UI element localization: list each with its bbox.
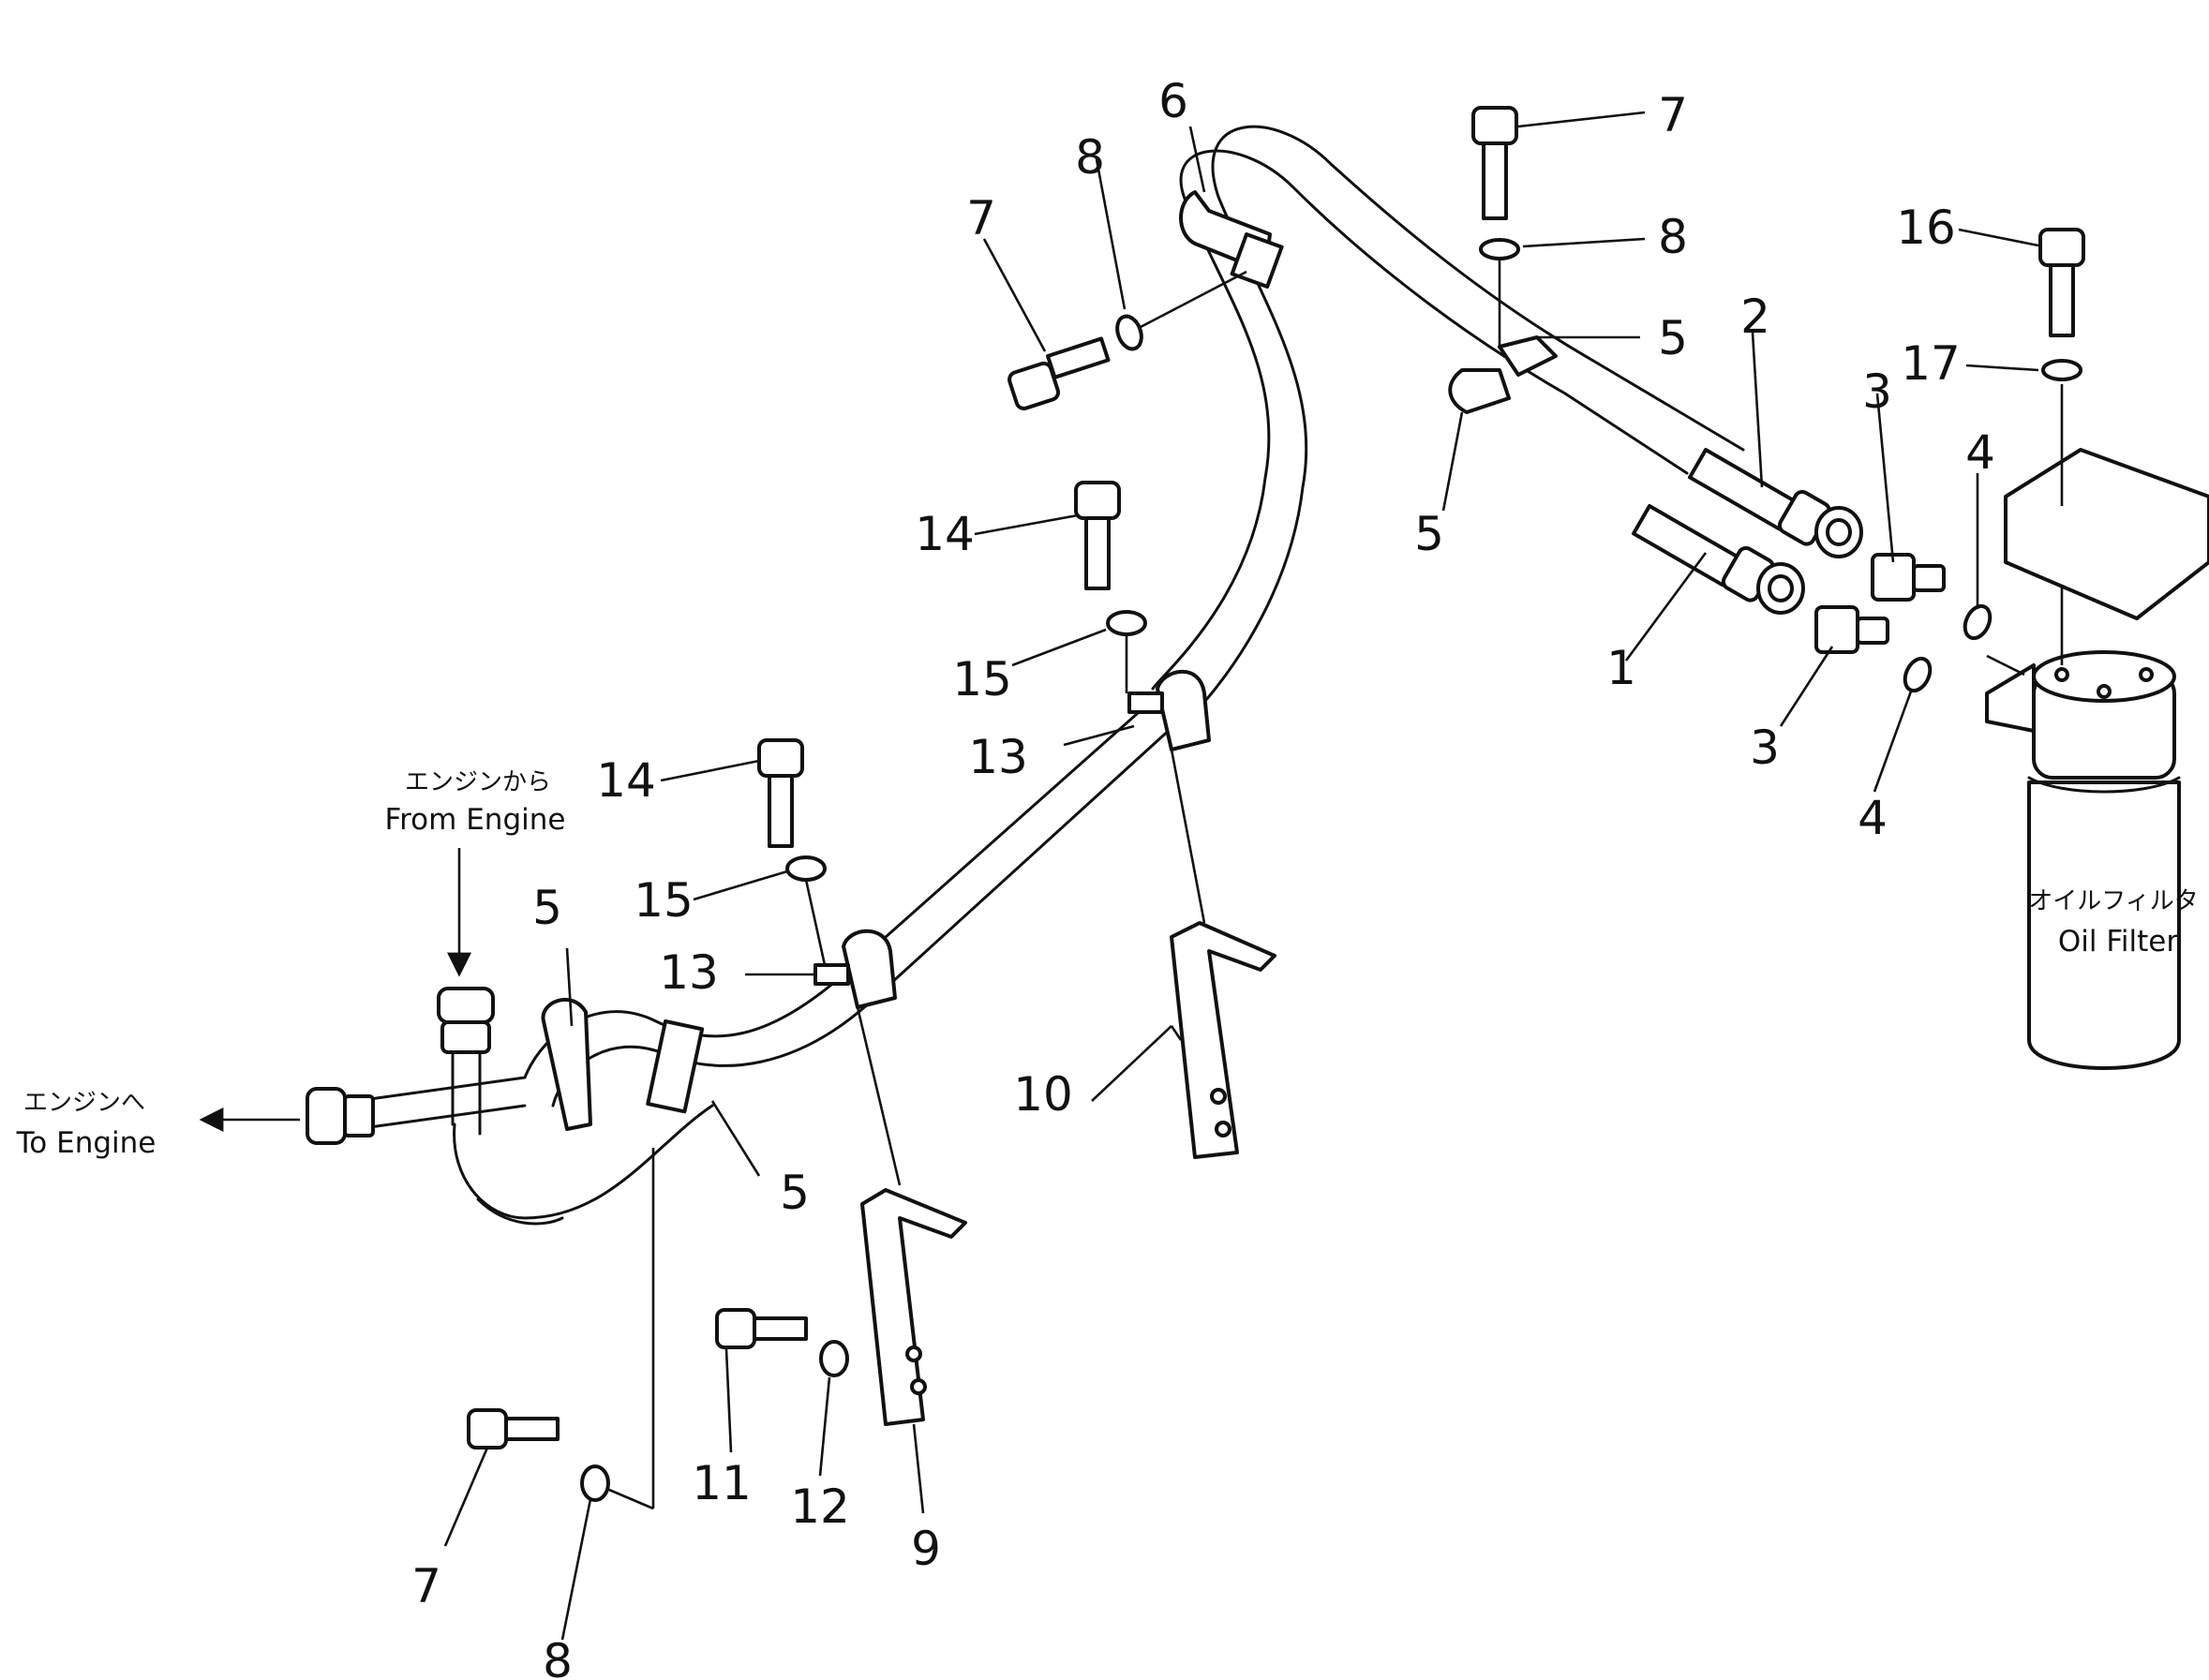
callout-7-mid: 7 [966, 191, 996, 245]
callout-11: 11 [692, 1456, 752, 1510]
callout-3-lower: 3 [1750, 721, 1780, 775]
from-engine-jp: エンジンから [405, 768, 551, 796]
leader-lines [199, 111, 2064, 1641]
callout-4-lower: 4 [1858, 791, 1888, 845]
callout-8-mid: 8 [1075, 130, 1105, 185]
bolt-7-mid [1007, 336, 1111, 410]
washer-8-bottom [580, 1464, 610, 1502]
callout-5-lower: 5 [780, 1166, 810, 1220]
callout-6: 6 [1158, 74, 1188, 128]
clamp-5-upper-right [1448, 335, 1558, 414]
callout-5-upper-left: 5 [1414, 507, 1444, 561]
callout-8-bottom: 8 [543, 1634, 573, 1680]
washer-12 [819, 1340, 849, 1377]
washer-15-lower [785, 855, 827, 882]
callout-4-upper: 4 [1965, 425, 1995, 480]
hose-1-end-fitting [1632, 504, 1805, 615]
callout-labels: 1 2 3 3 4 4 5 5 5 5 5 6 7 7 7 8 8 8 9 10… [411, 74, 1995, 1680]
hose-fitting-to-engine [306, 1087, 375, 1145]
callout-1: 1 [1606, 641, 1636, 695]
callout-5-upper-right: 5 [1658, 311, 1688, 365]
callout-9: 9 [911, 1522, 941, 1576]
clamp-6 [1179, 190, 1284, 289]
bolt-7-bottom [467, 1408, 560, 1450]
bolt-14-lower [757, 738, 804, 848]
callout-8-top: 8 [1658, 210, 1688, 264]
clamp-13-lower [813, 929, 897, 1009]
bracket-9 [860, 1188, 967, 1426]
bolt-16 [2038, 228, 2085, 337]
callout-16: 16 [1896, 201, 1956, 255]
flow-notes: エンジンから From Engine エンジンへ To Engine オイルフィ… [16, 768, 2199, 1160]
callout-10: 10 [1013, 1067, 1073, 1122]
callout-15-lower: 15 [634, 873, 694, 928]
callout-12: 12 [790, 1479, 850, 1534]
bolt-11 [715, 1308, 808, 1349]
bolt-7-top-right [1471, 106, 1518, 220]
from-engine-en: From Engine [385, 803, 566, 837]
to-engine-en: To Engine [16, 1126, 157, 1160]
callout-15-upper: 15 [952, 652, 1012, 706]
clamp-5-left [541, 997, 592, 1131]
bracket-10 [1170, 921, 1276, 1159]
oil-filter-en: Oil Filter [2058, 925, 2179, 959]
o-ring-4-lower [1903, 656, 1933, 693]
callout-13-upper: 13 [968, 730, 1028, 784]
callout-13-lower: 13 [659, 945, 719, 1000]
oil-filter-jp: オイルフィルタ [2028, 887, 2198, 915]
bolt-14-upper [1074, 481, 1121, 590]
hose-fitting-from-engine [437, 987, 495, 1054]
washer-17 [2041, 359, 2082, 381]
callout-17: 17 [1901, 336, 1961, 391]
o-ring-4-upper [1963, 603, 1993, 641]
adapter-3-lower [1814, 605, 1889, 654]
washer-8-mid [1115, 314, 1143, 351]
adapter-3-upper [1871, 553, 1946, 602]
callout-7-top-right: 7 [1658, 88, 1688, 142]
callout-2: 2 [1740, 290, 1770, 344]
callout-14-upper: 14 [915, 507, 975, 561]
clamp-13-upper [1127, 669, 1211, 751]
to-engine-jp: エンジンへ [23, 1089, 145, 1117]
washer-15-upper [1106, 610, 1147, 636]
callout-7-bottom: 7 [411, 1559, 441, 1613]
callout-5-left: 5 [532, 881, 562, 935]
oil-filter [1985, 448, 2209, 1070]
callout-14-lower: 14 [596, 753, 656, 808]
washer-8-top [1479, 238, 1520, 260]
hose-2-end-fitting [1688, 447, 1863, 558]
callout-3-upper: 3 [1862, 364, 1892, 419]
clamp-5-lower [646, 1019, 705, 1114]
